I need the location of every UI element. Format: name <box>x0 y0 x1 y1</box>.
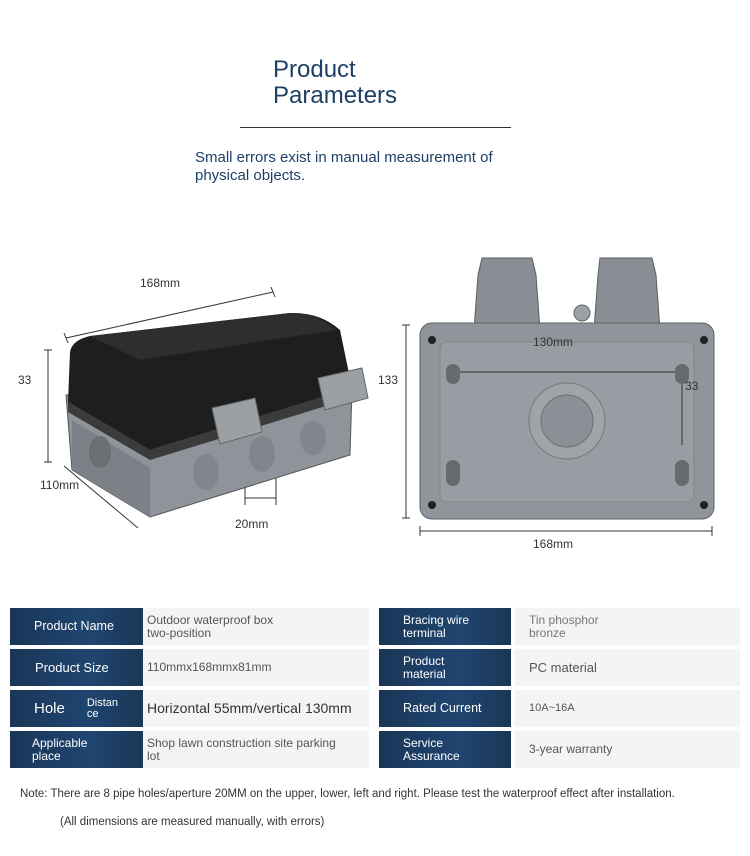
spec-label-hole-sub: Distance <box>86 696 119 720</box>
spec-value-service-assurance: 3-year warranty <box>515 731 740 768</box>
subtitle: Small errors exist in manual measurement… <box>195 149 493 184</box>
title-line-1: Product <box>273 56 356 83</box>
spec-value-hole: Horizontal 55mm/vertical 130mm <box>143 690 369 727</box>
left-height-label: 33 <box>18 373 32 387</box>
spec-value-product-material: PC material <box>515 649 740 686</box>
title-divider <box>240 127 511 128</box>
spec-value-product-size: 110mmx168mmx81mm <box>143 649 369 686</box>
spec-value-rated-current: 10A~16A <box>515 690 740 727</box>
spec-label-product-material: Product material <box>379 649 511 686</box>
right-hole-vertical-label: 33 <box>685 379 699 393</box>
left-depth-label: 110mm <box>40 478 80 492</box>
spec-value-applicable-place: Shop lawn construction site parking lot <box>143 731 369 768</box>
spec-label-rated-current: Rated Current <box>379 690 511 727</box>
left-hole-label: 20mm <box>235 517 269 531</box>
note-errors-text: (All dimensions are measured manually, w… <box>60 816 325 828</box>
right-width-label: 168mm <box>533 537 574 551</box>
page-title: Product Parameters <box>273 57 473 109</box>
spec-label-hole: Hole Distance <box>10 690 143 727</box>
spec-label-bracing-wire: Bracing wire terminal <box>379 608 511 645</box>
note-text: Note: There are 8 pipe holes/aperture 20… <box>20 788 675 800</box>
left-width-label: 168mm <box>140 276 181 290</box>
spec-label-product-name: Product Name <box>10 608 143 645</box>
title-line-2: Parameters <box>273 82 398 109</box>
spec-label-service-assurance: Service Assurance <box>379 731 511 768</box>
spec-label-applicable-place: Applicable place <box>10 731 143 768</box>
spec-value-product-name: Outdoor waterproof box two-position <box>143 608 369 645</box>
right-height-label: 133 <box>378 373 399 387</box>
spec-value-bracing-wire: Tin phosphor bronze <box>515 608 740 645</box>
spec-label-product-size: Product Size <box>10 649 143 686</box>
spec-label-hole-main: Hole <box>34 700 65 717</box>
right-hole-spacing-label: 130mm <box>533 335 574 349</box>
